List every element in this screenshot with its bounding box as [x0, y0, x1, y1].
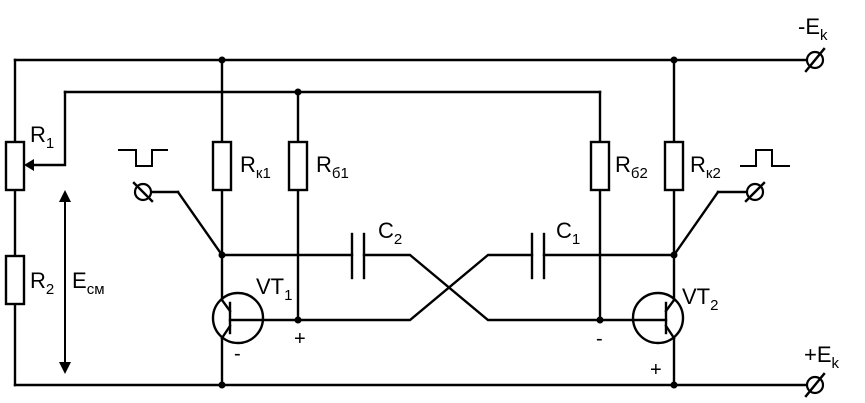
resistor-rb2 — [589, 140, 611, 192]
vt1-minus-sign: - — [234, 343, 241, 365]
c2-to-base2-wire — [362, 253, 602, 322]
resistor-rb1 — [287, 140, 309, 192]
resistor-r2 — [4, 254, 26, 306]
negative-supply-label: -Ek — [798, 14, 828, 44]
r1-wiper-arrow — [24, 159, 34, 171]
output1-wire — [176, 190, 224, 257]
positive-terminal-slash — [804, 372, 826, 398]
bias-arrow-bottom — [59, 362, 71, 374]
vt2-label: VT2 — [682, 284, 718, 314]
vt2-emitter-lead — [664, 324, 676, 340]
rb1-label: Rб1 — [316, 152, 349, 182]
vt1-label: VT1 — [256, 274, 292, 304]
resistor-rk1 — [211, 140, 233, 192]
output1-pulse-icon — [118, 149, 168, 167]
vt1-emitter-lead — [220, 324, 232, 340]
junction-dot — [218, 56, 226, 64]
junction-dot — [218, 251, 226, 259]
vt1-collector-lead — [220, 298, 232, 313]
c1-label: C1 — [556, 218, 580, 248]
resistor-rk2 — [663, 140, 685, 192]
r1-wiper-wire — [28, 90, 67, 167]
vt2-collector-lead — [664, 298, 676, 313]
transistor-vt1 — [211, 291, 265, 345]
output1-terminal-slash — [132, 181, 154, 203]
c1-to-base1-wire — [296, 253, 534, 322]
junction-dot — [218, 381, 226, 389]
bias-arrow-top — [59, 190, 71, 202]
rb2-label: Rб2 — [615, 152, 648, 182]
c1-minus-sign: - — [596, 328, 603, 350]
r1-label: R1 — [30, 122, 54, 152]
transistor-vt2 — [631, 291, 685, 345]
bias-voltage-label: Eсм — [72, 268, 105, 298]
junction-dot — [670, 381, 678, 389]
rk1-label: Rк1 — [240, 152, 271, 182]
output2-pulse-icon — [740, 149, 790, 167]
c2-plus-sign: + — [294, 328, 306, 350]
vt2-plus-sign: + — [650, 359, 662, 381]
positive-supply-label: +Ek — [804, 342, 840, 372]
junction-dot — [294, 316, 302, 324]
output2-terminal-slash — [744, 181, 766, 203]
junction-dot — [294, 88, 302, 96]
junction-dot — [670, 56, 678, 64]
c2-label: C2 — [378, 218, 402, 248]
rk2-label: Rк2 — [690, 152, 721, 182]
resistor-r1 — [4, 140, 26, 192]
output2-wire — [672, 190, 720, 257]
negative-terminal-slash — [804, 47, 826, 73]
junction-dot — [670, 251, 678, 259]
junction-dot — [596, 316, 604, 324]
r2-label: R2 — [30, 268, 54, 298]
